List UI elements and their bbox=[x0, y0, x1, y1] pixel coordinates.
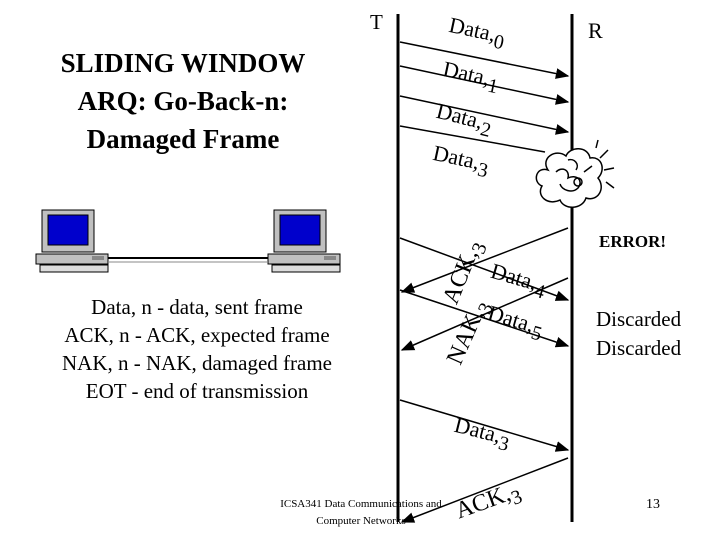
title-line-3: Damaged Frame bbox=[86, 124, 280, 154]
receiver-label: R bbox=[588, 18, 603, 43]
title-line-1: SLIDING WINDOW bbox=[60, 48, 306, 78]
arrow-data-1 bbox=[399, 65, 570, 105]
arrow-data-0 bbox=[399, 41, 570, 79]
sender-label: T bbox=[370, 10, 383, 34]
footer-line-2: Computer Networks bbox=[316, 515, 406, 527]
page-number: 13 bbox=[646, 497, 660, 512]
footer: ICSA341 Data Communications and Computer… bbox=[266, 496, 456, 530]
arrow-data-3-resend bbox=[399, 399, 570, 452]
legend: Data, n - data, sent frame ACK, n - ACK,… bbox=[22, 293, 372, 405]
title-line-2-text: ARQ: Go-Back-n: bbox=[77, 86, 289, 116]
noise-cloud-icon bbox=[535, 139, 615, 208]
arrow-ack-3-final bbox=[400, 457, 569, 523]
slide-title: SLIDING WINDOW ARQ: Go-Back-n: Damaged F… bbox=[18, 44, 348, 158]
computer-icon bbox=[35, 209, 109, 273]
computer-icon bbox=[267, 209, 341, 273]
discarded-note: Discarded bbox=[596, 307, 682, 331]
arrow-data-5 bbox=[399, 289, 570, 348]
arrow-ack-3 bbox=[400, 227, 569, 293]
arrow-data-2 bbox=[399, 95, 570, 135]
legend-item: EOT - end of transmission bbox=[85, 379, 309, 403]
arrow-nak-3 bbox=[400, 277, 569, 351]
arrow-data-3 bbox=[399, 125, 546, 153]
error-note: ERROR! bbox=[599, 232, 667, 251]
legend-item: Data, n - data, sent frame bbox=[91, 295, 303, 319]
discarded-note: Discarded bbox=[596, 336, 682, 360]
footer-line-1: ICSA341 Data Communications and bbox=[280, 498, 442, 510]
legend-item: ACK, n - ACK, expected frame bbox=[64, 323, 330, 347]
title-line-2: ARQ: Go-Back-n: bbox=[18, 82, 348, 120]
legend-item: NAK, n - NAK, damaged frame bbox=[62, 351, 332, 375]
